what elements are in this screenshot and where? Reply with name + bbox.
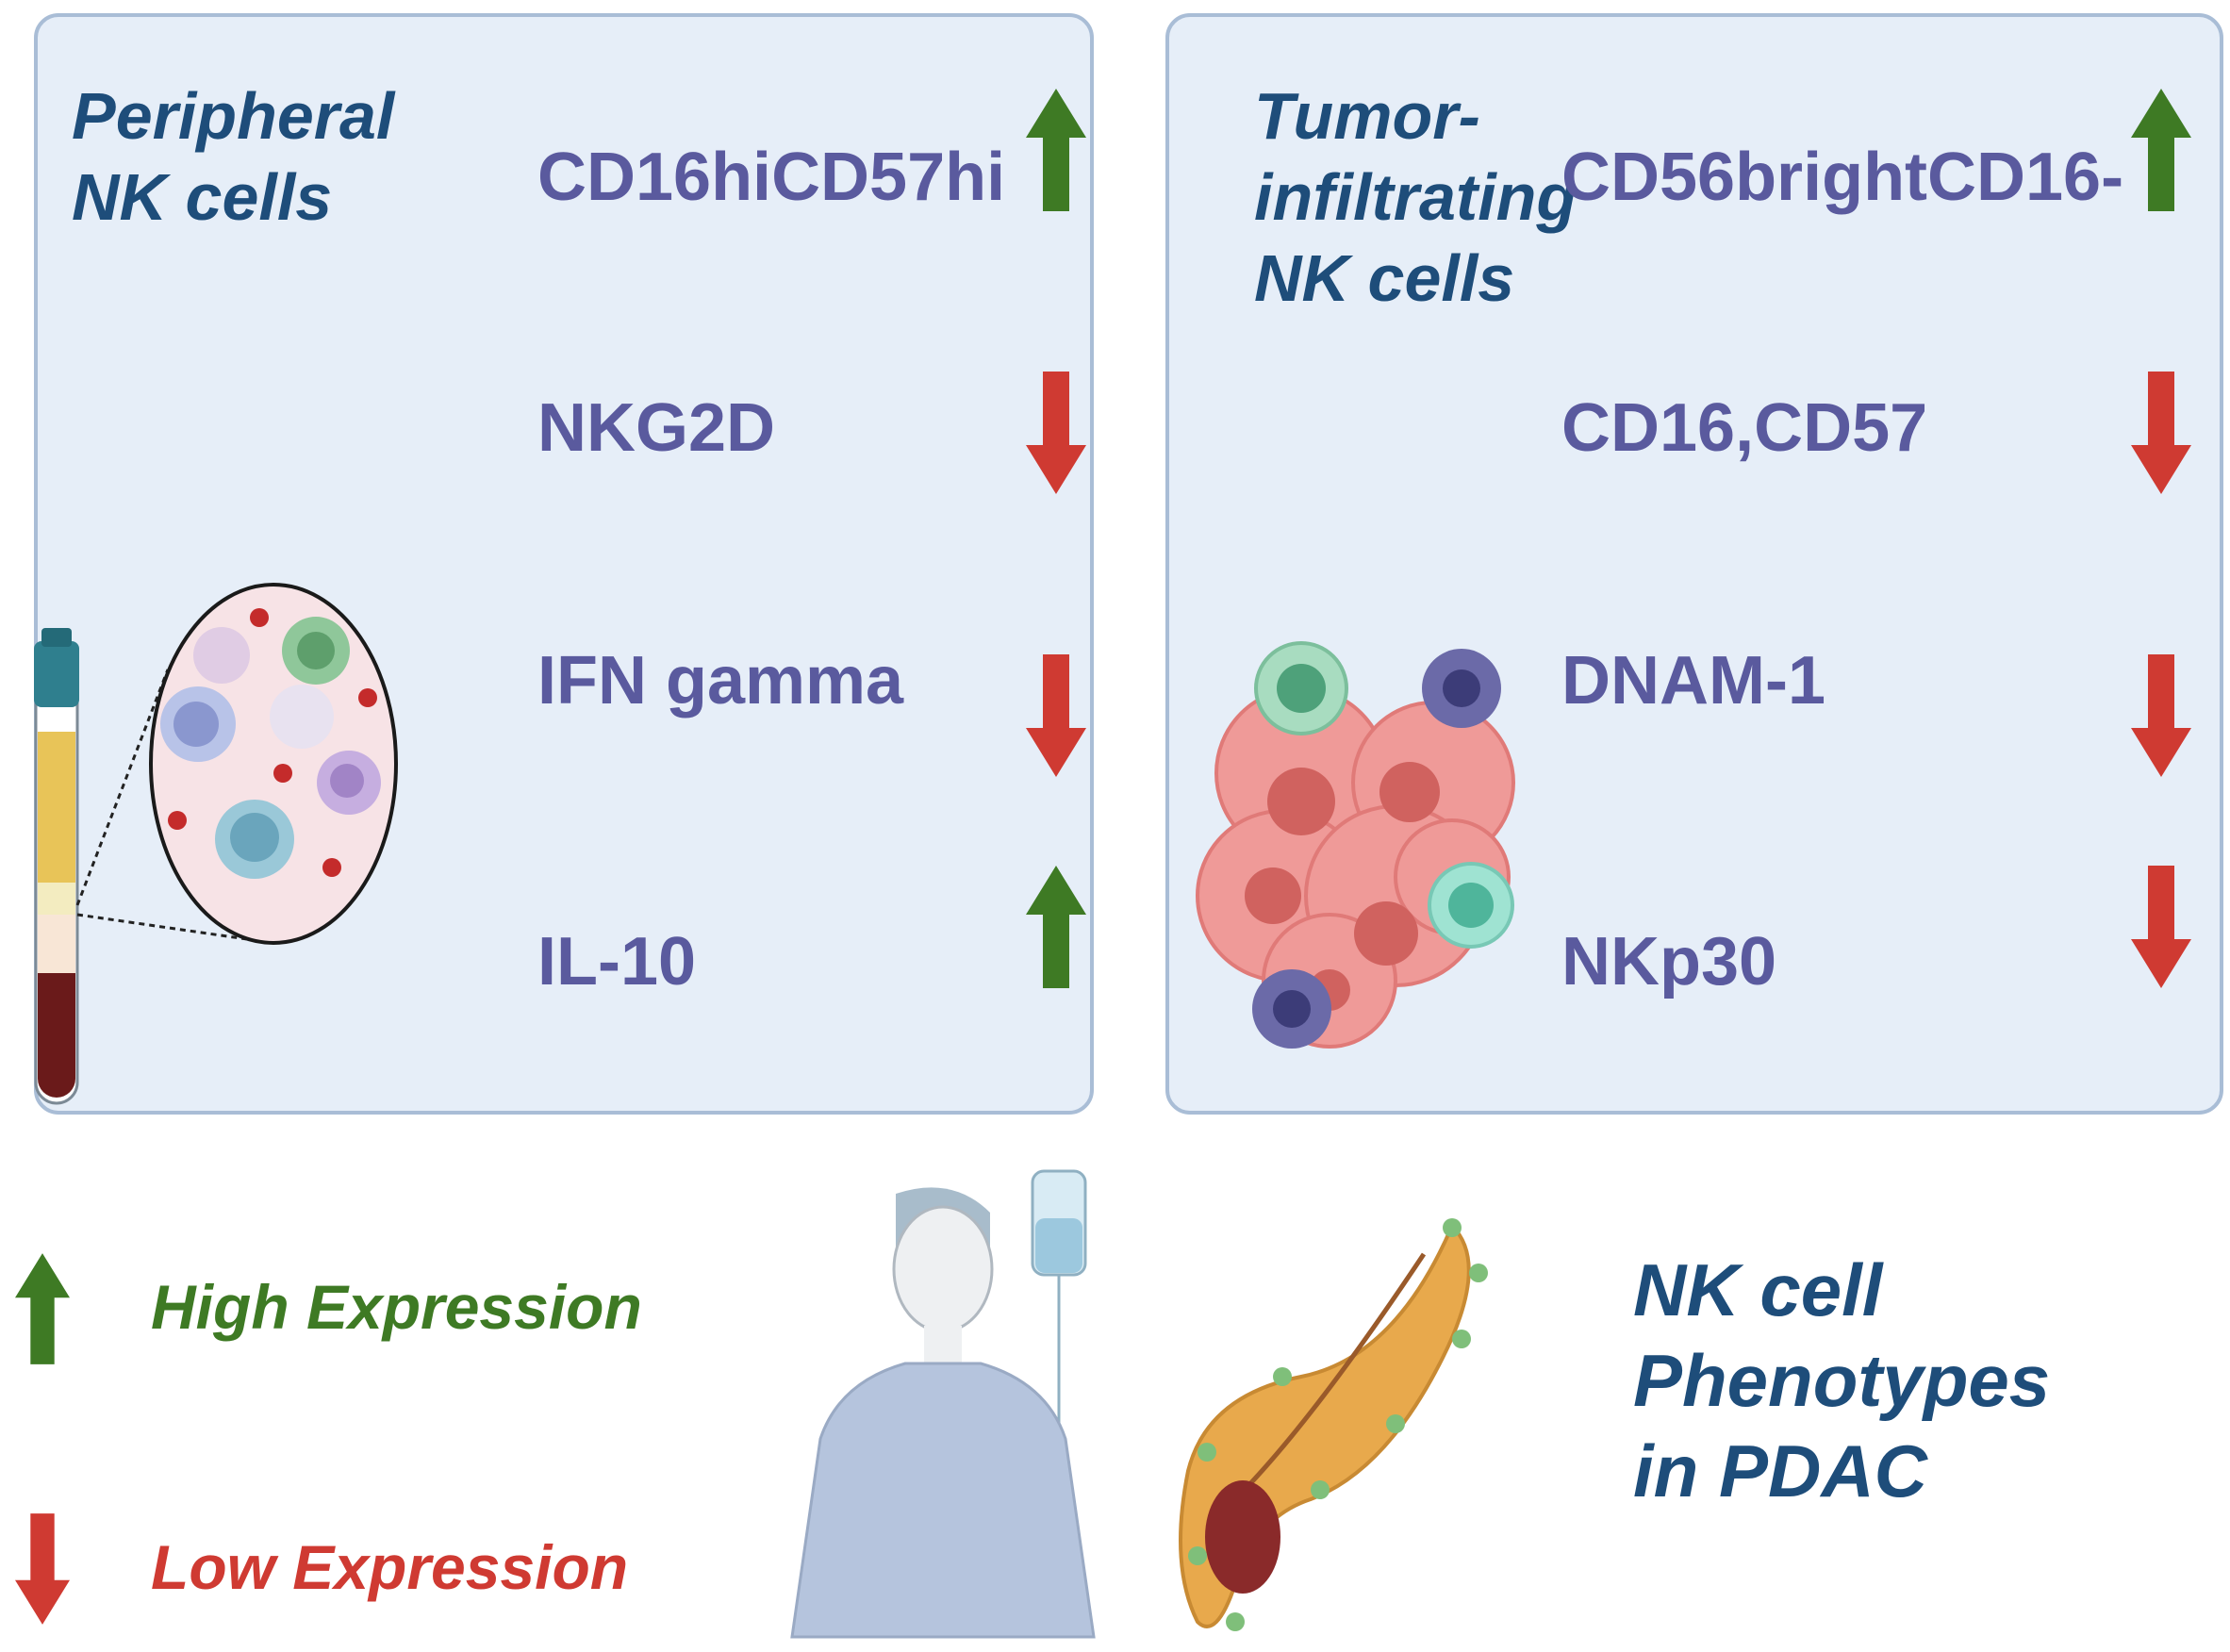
peripheral-title-line-1: Peripheral bbox=[72, 79, 395, 153]
legend-high-expression: High Expression bbox=[151, 1272, 642, 1342]
tumor-cells-illustration bbox=[1196, 641, 1515, 1049]
blood-sample-illustration bbox=[34, 583, 398, 1105]
figure-title-line-2: Phenotypes bbox=[1633, 1339, 2051, 1422]
down-arrow-icon bbox=[1026, 372, 1086, 494]
up-arrow-icon bbox=[2131, 89, 2191, 211]
nk-cell-icon bbox=[1428, 862, 1514, 949]
marker-ifn-gamma: IFN gamma bbox=[537, 643, 904, 719]
blood-tube-icon bbox=[34, 628, 79, 1105]
magnified-cells-icon bbox=[149, 583, 398, 945]
tumor-infiltrating-title: Tumor- infiltrating NK cells bbox=[1254, 75, 1577, 319]
marker-cd16-cd57: CD16,CD57 bbox=[1561, 390, 1928, 466]
dendritic-cell-icon bbox=[1422, 649, 1501, 728]
down-arrow-icon bbox=[2131, 654, 2191, 777]
tumor-title-line-1: Tumor- bbox=[1254, 79, 1480, 153]
down-arrow-icon bbox=[15, 1513, 70, 1625]
up-arrow-icon bbox=[1026, 866, 1086, 988]
marker-dnam-1: DNAM-1 bbox=[1561, 643, 1825, 719]
down-arrow-icon bbox=[2131, 866, 2191, 988]
dendritic-cell-icon bbox=[1252, 969, 1331, 1049]
marker-cd16hicd57hi: CD16hiCD57hi bbox=[537, 140, 1006, 215]
tumor-title-line-2: infiltrating bbox=[1254, 160, 1578, 234]
peripheral-title-line-2: NK cells bbox=[72, 160, 333, 234]
peripheral-panel bbox=[34, 13, 1094, 1115]
figure-title-line-1: NK cell bbox=[1633, 1248, 1883, 1331]
up-arrow-icon bbox=[15, 1253, 70, 1364]
figure-title: NK cell Phenotypes in PDAC bbox=[1633, 1245, 2050, 1516]
down-arrow-icon bbox=[2131, 372, 2191, 494]
down-arrow-icon bbox=[1026, 654, 1086, 777]
figure-title-line-3: in PDAC bbox=[1633, 1429, 1927, 1512]
pancreas-icon bbox=[1179, 1218, 1488, 1631]
legend-low-expression: Low Expression bbox=[151, 1532, 629, 1602]
marker-nkp30: NKp30 bbox=[1561, 924, 1777, 999]
marker-nkg2d: NKG2D bbox=[537, 390, 776, 466]
nk-cell-icon bbox=[1254, 641, 1348, 735]
marker-cd56brightcd16: CD56brightCD16- bbox=[1561, 140, 2124, 215]
iv-bag-icon bbox=[1011, 1169, 1087, 1611]
peripheral-title: Peripheral NK cells bbox=[72, 75, 394, 238]
up-arrow-icon bbox=[1026, 89, 1086, 211]
patient-illustration bbox=[790, 1169, 1096, 1639]
marker-il-10: IL-10 bbox=[537, 924, 697, 999]
patient-icon bbox=[790, 1187, 1096, 1639]
tumor-title-line-3: NK cells bbox=[1254, 241, 1515, 315]
